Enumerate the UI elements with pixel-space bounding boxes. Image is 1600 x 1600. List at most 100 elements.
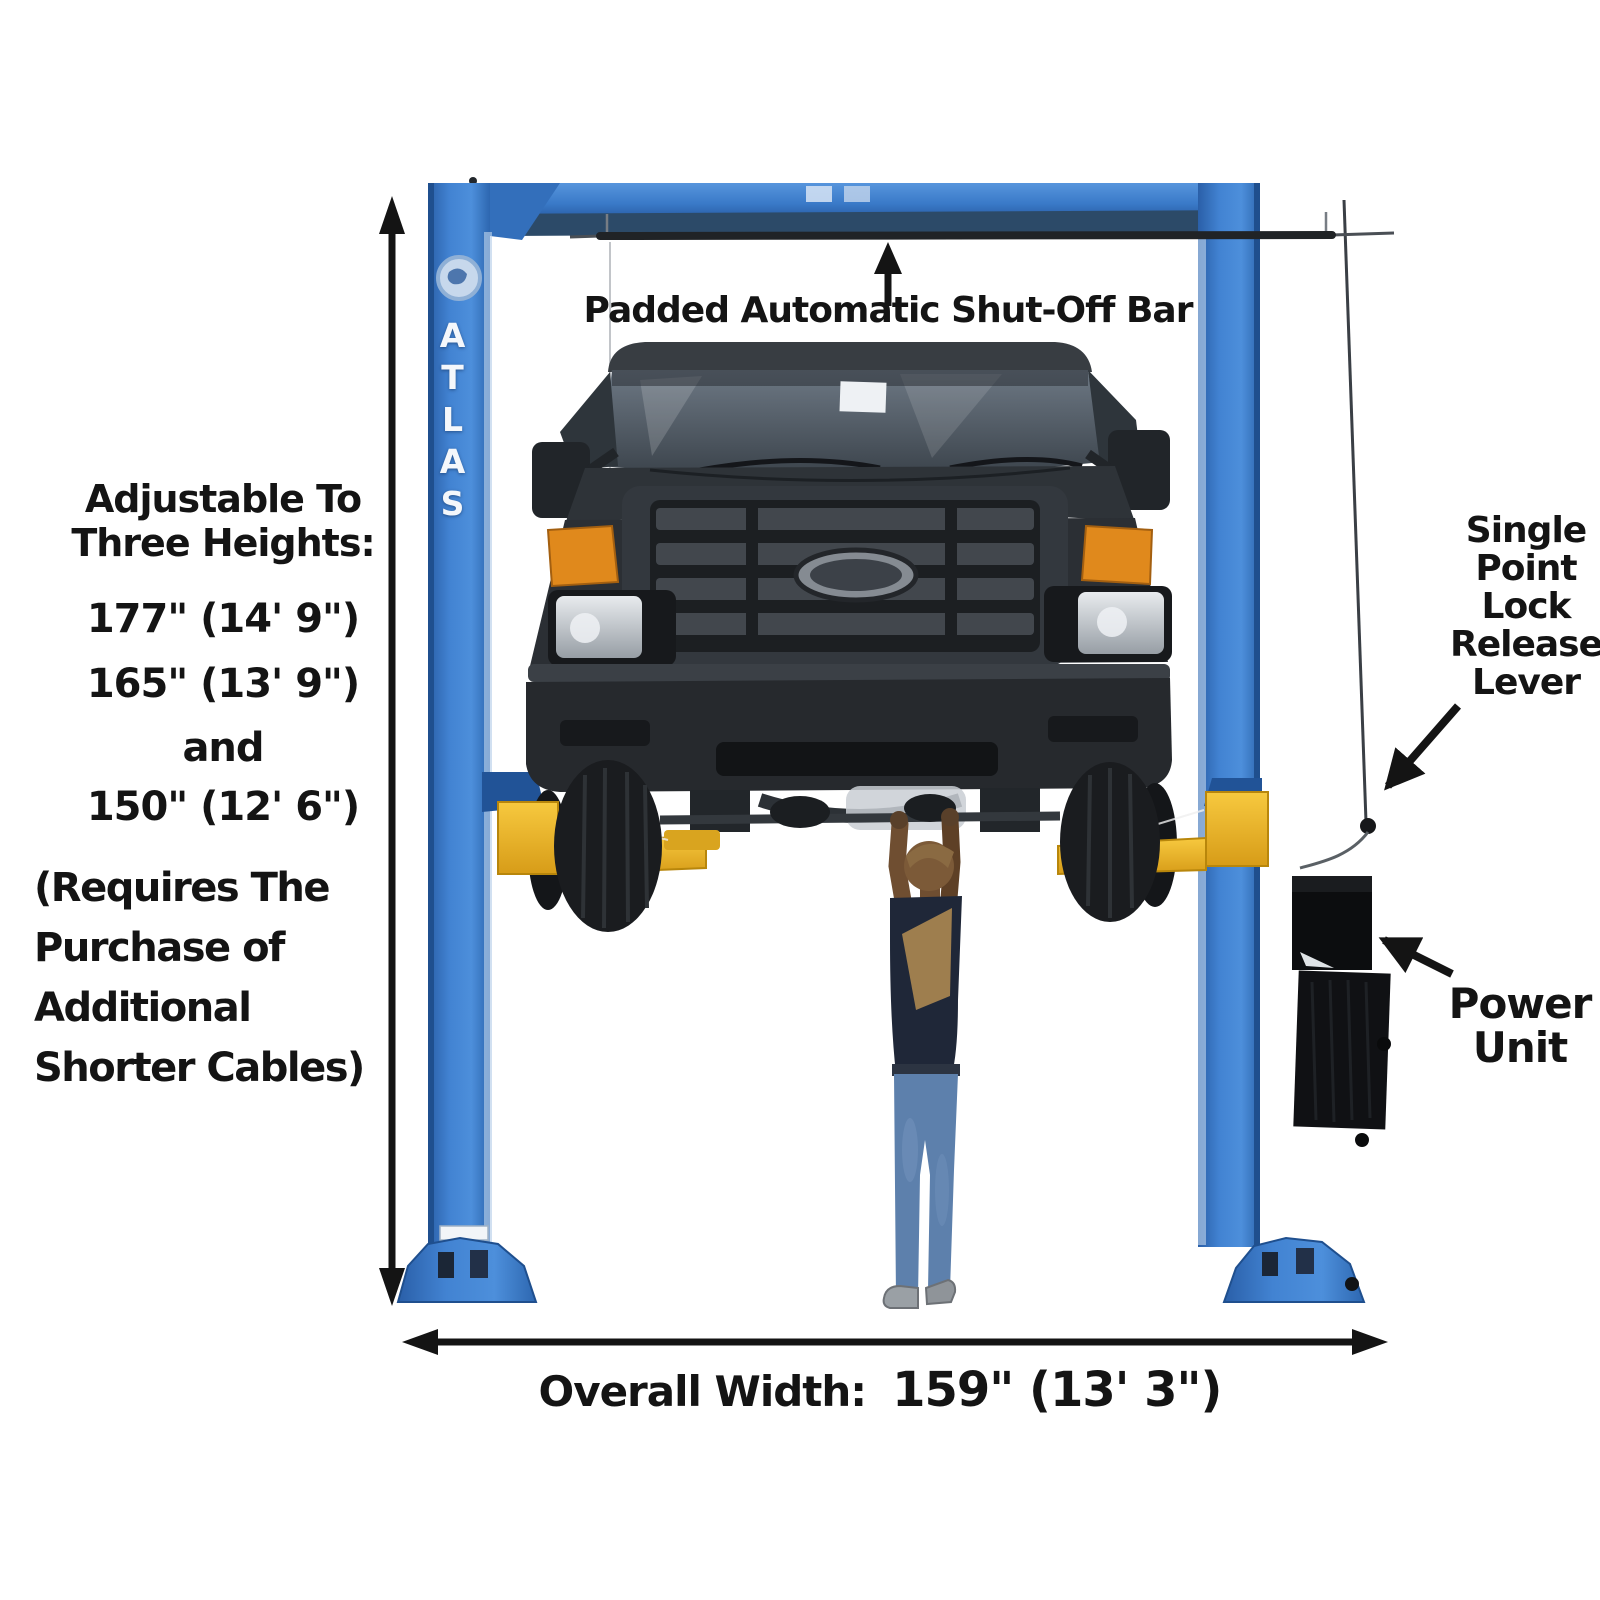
overall-width-label: Overall Width:	[538, 1367, 867, 1416]
bumper-center-recess	[716, 742, 998, 776]
left-arm-block	[497, 801, 559, 875]
bar-end-fitting	[569, 234, 601, 239]
right-post-rail	[1198, 232, 1206, 1245]
right-arm-block	[1205, 791, 1269, 867]
crossbar-corner-left	[490, 183, 560, 240]
base-knob	[1345, 1277, 1359, 1291]
windshield-permit	[839, 381, 887, 413]
left-base-plate	[396, 1236, 538, 1303]
single-point-lock-label: Single Point Lock Release Lever	[1449, 510, 1600, 703]
cable-note-label: (Requires The Purchase of Additional Sho…	[34, 865, 365, 1091]
grille-divider	[945, 500, 957, 652]
left-post-edge	[428, 183, 434, 1247]
lock-release-lever-knob	[1360, 818, 1376, 834]
height-option-1: 177" (14' 9")	[86, 596, 360, 642]
overall-width-caption: Overall Width: 159" (13' 3")	[500, 1362, 1260, 1418]
crossbar-underside	[470, 210, 1258, 236]
anchor-bolt	[470, 1250, 488, 1278]
left-post	[428, 183, 490, 1247]
wiper	[699, 458, 881, 473]
windshield-top-shade	[612, 370, 1088, 386]
technician-shoe	[882, 1284, 919, 1309]
power-unit-highlight	[1300, 952, 1334, 968]
height-conjunction: and	[182, 725, 264, 771]
jeans-highlight	[935, 1154, 949, 1226]
padded-bar	[596, 231, 1336, 240]
bar-end-fitting	[1331, 231, 1395, 237]
anchor-bolt	[1296, 1248, 1314, 1274]
annotation-arrows	[379, 196, 1462, 1355]
grille-slat	[656, 508, 1034, 530]
power-unit-knob	[1377, 1037, 1391, 1051]
atlas-post-label: ATLAS	[433, 316, 472, 526]
height-dimension-arrow	[379, 196, 405, 1306]
lock-release-rod	[1342, 199, 1368, 823]
frame-rail	[980, 788, 1040, 832]
bumper	[526, 678, 1172, 792]
suspension-blob	[770, 796, 830, 828]
left-tire-tread	[581, 767, 649, 929]
right-headlight-bulb	[1097, 607, 1127, 637]
right-post-edge	[1254, 183, 1260, 1247]
windshield-reflection	[900, 374, 1002, 458]
bumper-top-lip	[528, 664, 1170, 682]
technician-hand	[941, 808, 959, 826]
right-tire-tread	[1086, 768, 1134, 918]
bumper-recess	[1048, 716, 1138, 742]
anchor-bolt	[1262, 1252, 1278, 1276]
windshield	[600, 370, 1102, 477]
tank-ridges	[1310, 979, 1372, 1123]
technician-belt	[892, 1064, 960, 1076]
van	[526, 342, 1177, 910]
technician	[882, 808, 962, 1309]
right-mirror-arm	[1085, 449, 1111, 473]
height-option-2: 165" (13' 9")	[86, 661, 360, 707]
technician-cap	[906, 843, 954, 868]
undercarriage	[659, 786, 1061, 832]
cable-adjuster	[844, 186, 870, 202]
power-unit-knob	[1355, 1133, 1369, 1147]
sway-bar	[659, 811, 1061, 825]
shut-off-bar-arrow	[874, 242, 902, 306]
technician-vest-panel	[902, 908, 952, 1010]
bumper-recess	[560, 720, 650, 746]
grille-divider	[746, 500, 758, 652]
lift-structure	[396, 177, 1376, 1303]
frame-rail	[690, 790, 750, 832]
ford-oval-center	[810, 559, 902, 591]
windshield-reflection	[640, 376, 702, 456]
atlas-logo-mark	[447, 268, 467, 285]
height-option-3: 150" (12' 6")	[86, 784, 360, 830]
anchor-bolt	[438, 1252, 454, 1278]
jeans-highlight	[902, 1118, 918, 1182]
technician-shoe	[924, 1278, 957, 1306]
left-arm-pad	[664, 830, 720, 850]
right-turn-signal	[1080, 524, 1154, 586]
width-dimension-arrow	[402, 1329, 1388, 1355]
left-turn-signal	[546, 524, 620, 588]
left-mirror-arm	[587, 447, 619, 475]
left-headlight-bulb	[570, 613, 600, 643]
power-unit-arrow	[1378, 936, 1454, 978]
power-unit	[1292, 876, 1391, 1147]
shut-off-bar-label: Padded Automatic Shut-Off Bar	[583, 290, 1194, 331]
left-post-rail	[484, 232, 492, 1245]
wiper	[949, 457, 1083, 471]
power-unit-tank	[1293, 970, 1391, 1130]
hood-seam	[649, 466, 1071, 483]
left-front-tire	[554, 760, 662, 932]
lock-release-arrow	[1384, 703, 1462, 791]
technician-hand	[890, 811, 908, 829]
grille-slat	[656, 613, 1034, 635]
overall-width-value: 159" (13' 3")	[892, 1362, 1222, 1418]
front-tires	[554, 760, 1160, 932]
power-unit-label: Power Unit	[1448, 979, 1593, 1072]
right-post	[1198, 183, 1260, 1247]
adjustable-heights-label: Adjustable To Three Heights:	[71, 477, 375, 565]
cable-adjuster	[806, 186, 832, 202]
right-base-plate	[1222, 1236, 1366, 1303]
technician-left-arm	[888, 815, 914, 921]
power-unit-cap	[1292, 876, 1372, 892]
